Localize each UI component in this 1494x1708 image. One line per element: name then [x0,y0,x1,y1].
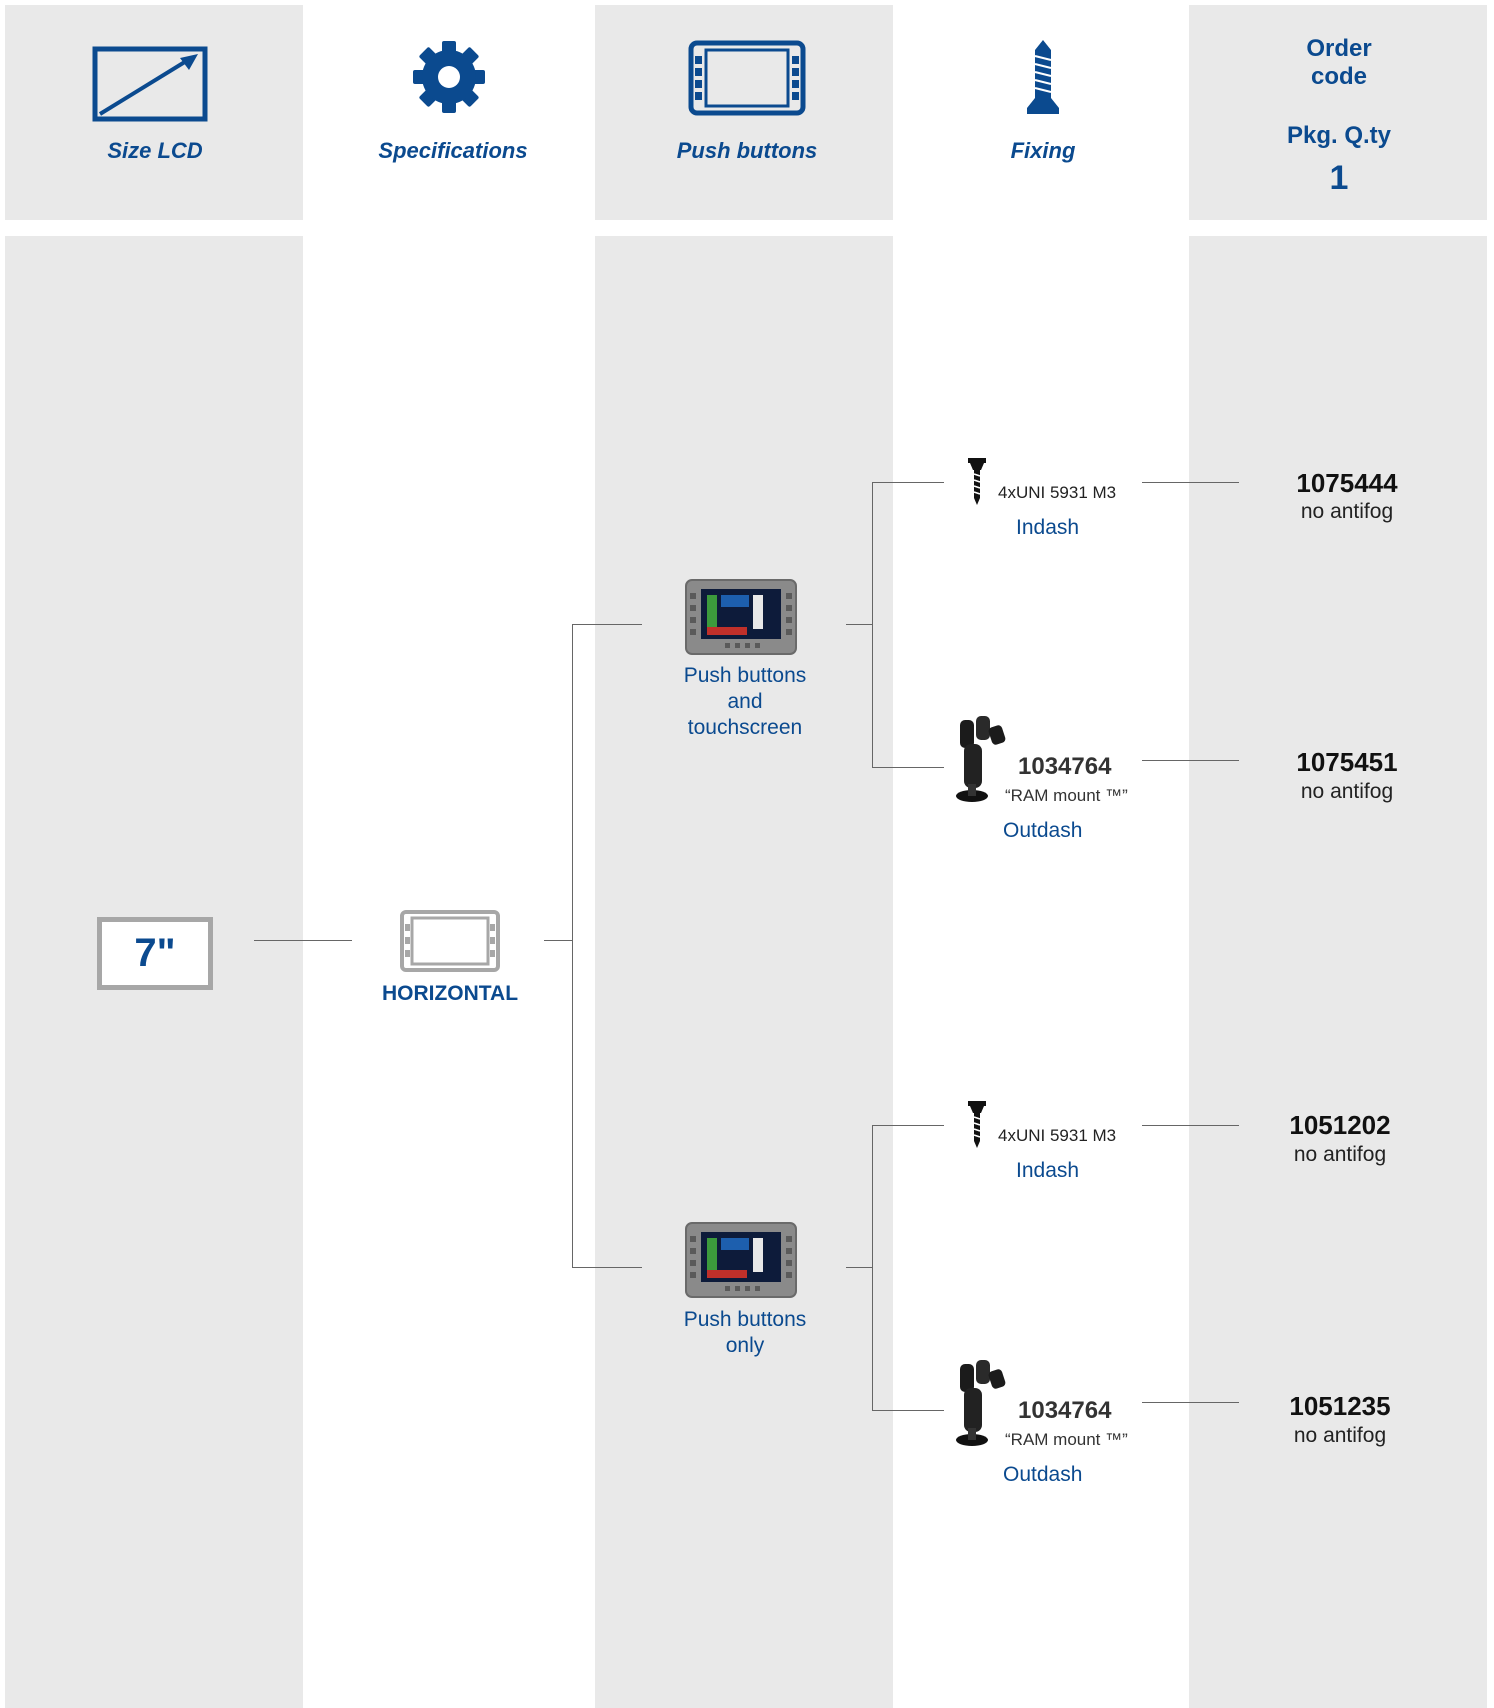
mount-name: “RAM mount ™” [1005,786,1128,805]
connector [872,1410,944,1411]
order-code: 1051202 [1289,1110,1391,1140]
connector [872,482,944,483]
connector [1142,1125,1239,1126]
mount-code: 1034764 [1018,753,1112,780]
header-pkg-qty-label: Pkg. Q.ty [1286,122,1392,149]
order-note: no antifog [1293,1143,1387,1166]
ram-mount-icon [956,1360,1006,1446]
horizontal-display-icon [400,910,500,972]
connector [1142,1402,1239,1403]
screw-icon [1027,40,1059,114]
connector [1142,760,1239,761]
header-fixing: Fixing [1010,138,1076,163]
column-push-buttons-body [595,236,893,1708]
connector [254,940,352,941]
connector [846,1267,872,1268]
orientation-label: HORIZONTAL [381,982,519,1005]
connector [846,624,872,625]
variant-label: Push buttons only [683,1308,807,1357]
fixing-type: Indash [1016,516,1080,539]
connector [1142,482,1239,483]
header-pkg-qty-value: 1 [1329,159,1349,197]
column-size-lcd-bg [5,5,303,220]
display-device-image [685,579,797,655]
small-screw-icon [968,1101,986,1148]
ram-mount-icon [956,716,1006,802]
gear-icon [413,41,485,113]
display-device-image [685,1222,797,1298]
connector [572,1267,642,1268]
column-order-code-body [1189,236,1487,1708]
fixing-type: Outdash [1003,1463,1083,1486]
order-code: 1051235 [1289,1391,1391,1421]
connector [872,1125,873,1410]
connector [872,1125,944,1126]
size-lcd-value: 7" [97,917,213,990]
connector [572,624,642,625]
screen-size-icon [92,46,208,122]
connector [572,624,573,1268]
push-buttons-display-icon [688,40,806,116]
column-order-code-bg [1189,5,1487,220]
header-size-lcd: Size LCD [107,138,203,163]
connector [872,767,944,768]
connector [544,940,572,941]
order-code: 1075444 [1296,468,1398,498]
order-note: no antifog [1300,780,1394,803]
small-screw-icon [968,458,986,505]
header-order-code: Order code [1306,35,1372,90]
order-code: 1075451 [1296,747,1398,777]
screw-spec: 4xUNI 5931 M3 [998,1126,1117,1145]
header-specifications: Specifications [378,138,528,163]
mount-code: 1034764 [1018,1397,1112,1424]
header-push-buttons: Push buttons [676,138,818,163]
order-note: no antifog [1293,1424,1387,1447]
fixing-type: Outdash [1003,819,1083,842]
variant-label: Push buttons and touchscreen [683,664,807,739]
screw-spec: 4xUNI 5931 M3 [998,483,1117,502]
mount-name: “RAM mount ™” [1005,1430,1128,1449]
fixing-type: Indash [1016,1159,1080,1182]
connector [872,482,873,767]
order-note: no antifog [1300,500,1394,523]
